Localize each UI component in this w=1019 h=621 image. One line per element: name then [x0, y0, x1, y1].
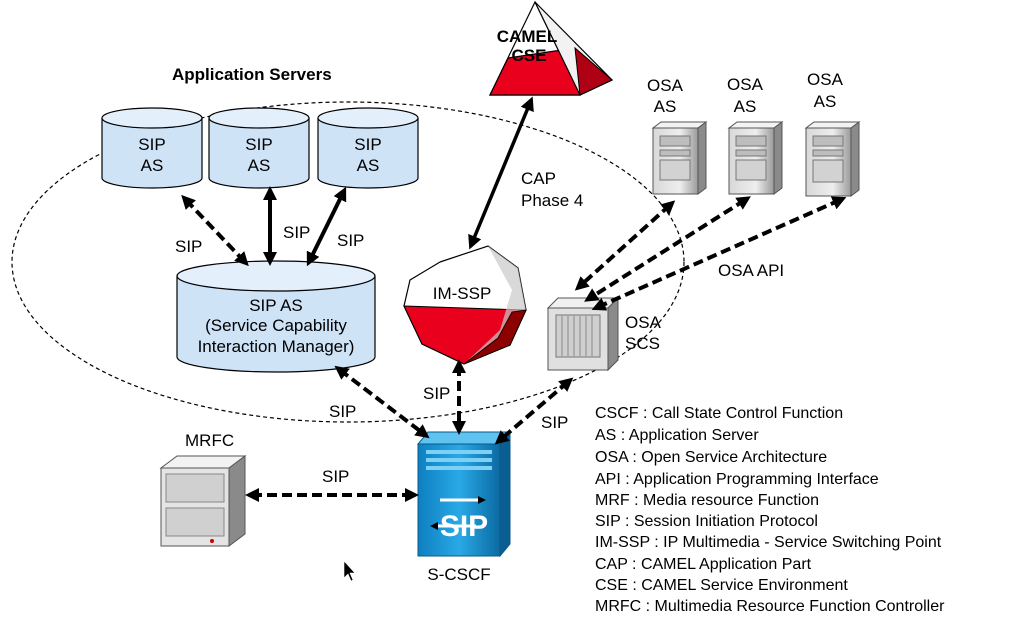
osa-api-label: OSA API: [718, 261, 784, 280]
osa-as-2-label-1: OSA: [727, 75, 764, 94]
s-cscf-node: SIP: [416, 430, 512, 558]
camel-cse-label-2: CSE: [512, 46, 547, 65]
osa-api-link-2: [584, 196, 751, 302]
sip-as-1-label-1: SIP: [138, 135, 165, 154]
camel-cse-node: CAMEL CSE: [489, 0, 614, 96]
diagram-title: Application Servers: [172, 65, 332, 84]
osa-scs-label-2: SCS: [625, 334, 660, 353]
osa-scs-label-1: OSA: [625, 313, 662, 332]
im-ssp-node: IM-SSP: [403, 245, 527, 365]
osa-as-server-1: OSA AS: [647, 76, 708, 195]
legend-line-9: CSE : CAMEL Service Environment: [595, 577, 848, 594]
im-ssp-label: IM-SSP: [433, 284, 492, 303]
osa-as-3-label-2: AS: [814, 92, 837, 111]
sip-label-as1: SIP: [175, 237, 202, 256]
legend-line-8: CAP : CAMEL Application Part: [595, 556, 812, 573]
sip-logo-text: SIP: [440, 510, 488, 543]
s-cscf-label: S-CSCF: [427, 565, 490, 584]
sip-as-cylinder-2: SIP AS: [208, 107, 310, 189]
sip-as-cylinder-1: SIP AS: [101, 107, 203, 189]
camel-cse-label-1: CAMEL: [497, 27, 557, 46]
link-as3-scim: [306, 186, 347, 267]
osa-as-1-label-1: OSA: [647, 76, 684, 95]
sip-label-as2: SIP: [283, 223, 310, 242]
scim-label-1: SIP AS: [249, 296, 303, 315]
legend: CSCF : Call State Control Function AS : …: [595, 405, 945, 615]
scim-label-2: (Service Capability: [205, 316, 347, 335]
cap-label-1: CAP: [521, 169, 556, 188]
sip-as-cylinder-3: SIP AS: [317, 107, 419, 189]
osa-as-1-label-2: AS: [654, 97, 677, 116]
sip-as-3-label-2: AS: [357, 156, 380, 175]
mrfc-label: MRFC: [185, 431, 234, 450]
sip-as-3-label-1: SIP: [354, 135, 381, 154]
cap-link: [468, 96, 534, 250]
osa-as-3-label-1: OSA: [807, 70, 844, 89]
legend-line-10: MRFC : Multimedia Resource Function Cont…: [595, 598, 945, 615]
sip-label-imssp: SIP: [423, 384, 450, 403]
mrfc-node: MRFC: [159, 431, 247, 547]
scim-cylinder: SIP AS (Service Capability Interaction M…: [176, 260, 376, 373]
sip-label-mrfc: SIP: [322, 467, 349, 486]
osa-as-2-label-2: AS: [734, 97, 757, 116]
legend-line-2: AS : Application Server: [595, 427, 759, 444]
sip-as-2-label-1: SIP: [245, 135, 272, 154]
legend-line-5: MRF : Media resource Function: [595, 492, 819, 509]
legend-line-6: SIP : Session Initiation Protocol: [595, 513, 818, 530]
osa-as-server-2: OSA AS: [727, 75, 784, 195]
legend-line-3: OSA : Open Service Architecture: [595, 449, 827, 466]
sip-label-osa: SIP: [541, 413, 568, 432]
sip-label-as3: SIP: [337, 231, 364, 250]
scim-label-3: Interaction Manager): [198, 337, 355, 356]
sip-as-1-label-2: AS: [141, 156, 164, 175]
legend-line-4: API : Application Programming Interface: [595, 471, 879, 488]
sip-label-scim: SIP: [329, 402, 356, 421]
sip-as-2-label-2: AS: [248, 156, 271, 175]
cap-label-2: Phase 4: [521, 191, 583, 210]
legend-line-7: IM-SSP : IP Multimedia - Service Switchi…: [595, 534, 942, 551]
legend-line-1: CSCF : Call State Control Function: [595, 405, 843, 422]
link-scim-cscf: [334, 365, 430, 439]
osa-scs-node: OSA SCS: [546, 296, 662, 372]
osa-as-server-3: OSA AS: [804, 70, 861, 197]
mouse-cursor-icon: [343, 560, 356, 582]
